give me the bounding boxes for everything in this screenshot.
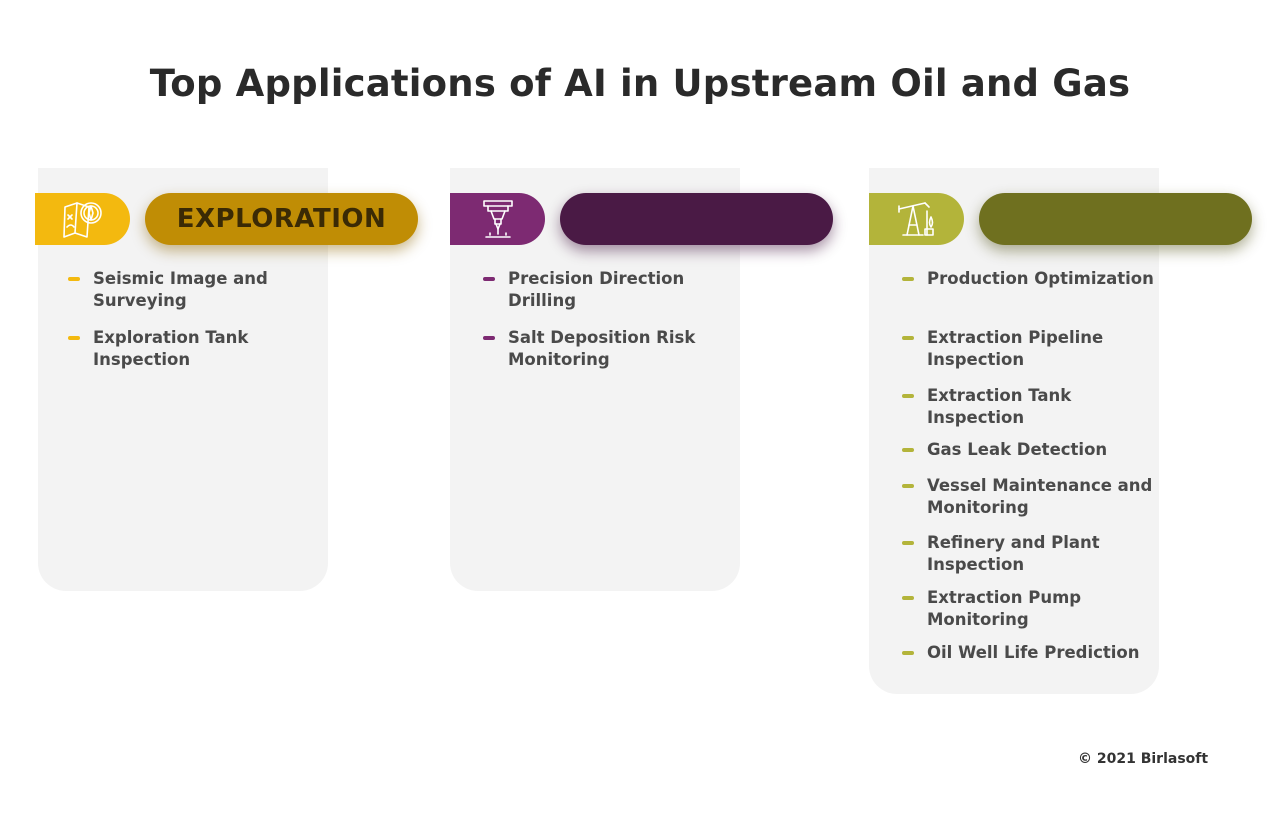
list-item: Precision Direction Drilling xyxy=(483,268,738,312)
bullet-dash xyxy=(902,541,914,545)
oil-pump-icon xyxy=(897,202,934,236)
list-item-label: Exploration Tank Inspection xyxy=(93,328,249,369)
bullet-dash xyxy=(902,277,914,281)
bullet-dash xyxy=(483,277,495,281)
list-item: Gas Leak Detection xyxy=(902,439,1157,461)
bullet-dash xyxy=(68,336,80,340)
list-item-label: Production Optimization xyxy=(927,269,1154,288)
list-item-label: Precision Direction Drilling xyxy=(508,269,685,310)
production-header xyxy=(979,193,1252,245)
bullet-dash xyxy=(483,336,495,340)
drilling-icon-tab xyxy=(450,193,545,245)
list-item: Production Optimization xyxy=(902,268,1157,290)
bullet-dash xyxy=(902,394,914,398)
exploration-icon-tab xyxy=(35,193,130,245)
copyright-footer: © 2021 Birlasoft xyxy=(1078,751,1209,767)
list-item: Refinery and Plant Inspection xyxy=(902,532,1157,576)
list-item-label: Seismic Image and Surveying xyxy=(93,269,268,310)
list-item-label: Salt Deposition Risk Monitoring xyxy=(508,328,696,369)
bullet-dash xyxy=(902,448,914,452)
drilling-header xyxy=(560,193,833,245)
production-icon-tab xyxy=(869,193,964,245)
list-item: Oil Well Life Prediction xyxy=(902,642,1157,664)
bullet-dash xyxy=(902,484,914,488)
list-item: Extraction Pump Monitoring xyxy=(902,587,1157,631)
page-title: Top Applications of AI in Upstream Oil a… xyxy=(149,62,1131,105)
bullet-dash xyxy=(68,277,80,281)
exploration-header: EXPLORATION xyxy=(145,193,418,245)
map-compass-icon xyxy=(62,202,102,238)
list-item-label: Extraction Pump Monitoring xyxy=(927,588,1082,629)
list-item: Exploration Tank Inspection xyxy=(68,327,323,371)
list-item: Seismic Image and Surveying xyxy=(68,268,323,312)
list-item-label: Extraction Tank Inspection xyxy=(927,386,1072,427)
bullet-dash xyxy=(902,651,914,655)
list-item-label: Oil Well Life Prediction xyxy=(927,643,1140,662)
list-item: Salt Deposition Risk Monitoring xyxy=(483,327,738,371)
production-card xyxy=(869,168,1159,694)
list-item: Extraction Tank Inspection xyxy=(902,385,1157,429)
list-item-label: Extraction Pipeline Inspection xyxy=(927,328,1104,369)
bullet-dash xyxy=(902,596,914,600)
list-item: Extraction Pipeline Inspection xyxy=(902,327,1157,371)
list-item-label: Refinery and Plant Inspection xyxy=(927,533,1100,574)
list-item-label: Vessel Maintenance and Monitoring xyxy=(927,476,1153,517)
list-item: Vessel Maintenance and Monitoring xyxy=(902,475,1157,519)
drill-head-icon xyxy=(482,200,513,238)
list-item-label: Gas Leak Detection xyxy=(927,440,1108,459)
bullet-dash xyxy=(902,336,914,340)
